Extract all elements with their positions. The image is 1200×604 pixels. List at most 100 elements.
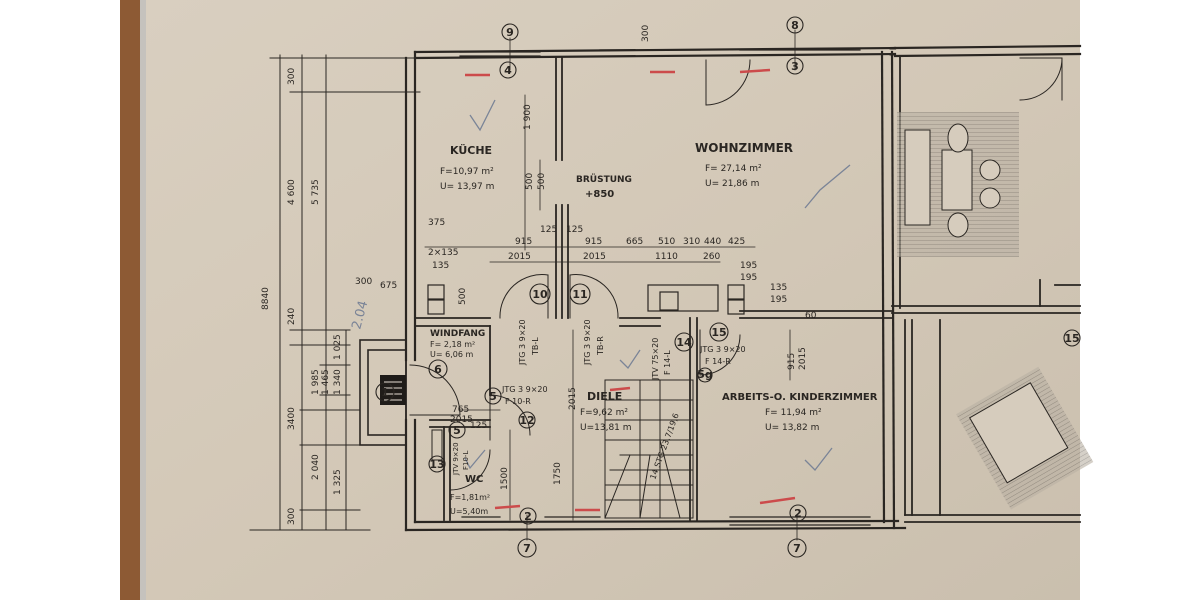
dim-k-375: 375	[428, 218, 445, 228]
marker-5b: 5	[453, 424, 461, 437]
marker-7a: 7	[523, 542, 531, 555]
dim-left-e: 1 985	[311, 369, 321, 395]
dim-k-300: 300	[355, 277, 372, 287]
marker-9: 9	[506, 26, 514, 39]
dim-left-c: 3400	[287, 407, 297, 430]
circled-markers	[375, 16, 1081, 558]
pencil-checkmarks	[464, 99, 851, 471]
marker-5a: 5	[489, 390, 497, 403]
dim-left-i: 1 325	[333, 469, 343, 495]
dim-left-l: 240	[287, 308, 297, 325]
paper-edge-shadow	[140, 0, 148, 600]
door-jtv-code: JTV 75×20	[651, 338, 660, 381]
kitchen-flues	[427, 284, 745, 315]
door-tbl-tag: TB-L	[531, 337, 540, 356]
dim-mid-125a: 125	[540, 225, 557, 235]
dim-left-d: 2 040	[311, 454, 321, 480]
dim-left-outer: 8840	[261, 287, 271, 310]
wc-area: F=1,81m²	[450, 493, 490, 502]
diele-area: F=9,62 m²	[580, 408, 628, 418]
marker-6: 6	[434, 363, 442, 376]
marker-15: 15	[711, 326, 726, 339]
staircase	[604, 379, 694, 519]
dim-k-675: 675	[380, 281, 397, 291]
door-tbl-code: JTG 3 9×20	[518, 319, 527, 366]
circled-marker-labels: 1 2 2 3 4 5 5 6 7 7 8 9 10 11 12 13 14 1…	[381, 19, 1079, 555]
marker-11: 11	[572, 288, 587, 301]
wohnzimmer-label: WOHNZIMMER	[695, 141, 793, 155]
door-wc-code: JTV 9×20	[452, 442, 460, 476]
dim-left-k: 300	[287, 508, 297, 525]
kueche-label: KÜCHE	[450, 143, 492, 157]
windfang-label: WINDFANG	[430, 329, 485, 339]
handwritten-note: 2.04	[349, 299, 371, 331]
dim-left-h: 1 025	[333, 334, 343, 360]
bruestung-label: BRÜSTUNG	[576, 174, 632, 185]
left-dimension-chains	[249, 54, 421, 531]
wohnzimmer-area: F= 27,14 m²	[705, 164, 762, 174]
door-tbr-tag: TB-R	[596, 336, 605, 356]
red-marks	[465, 68, 796, 512]
kueche-area: F=10,97 m²	[440, 167, 494, 177]
interior-walls	[414, 57, 893, 521]
marker-4: 4	[504, 64, 512, 77]
neighbour-bed	[956, 366, 1094, 510]
dim-mid-260: 260	[703, 252, 720, 262]
door-f14r-code: JTG 3 9×20	[699, 345, 746, 354]
dim-top-300: 300	[641, 25, 651, 42]
door-jtv-tag: F 14-L	[663, 350, 672, 375]
dim-mid-195a: 195	[740, 261, 757, 271]
dim-d-1750: 1750	[553, 462, 563, 485]
arbeitszimmer-label: ARBEITS-O. KINDERZIMMER	[722, 392, 878, 403]
dim-d-765: 765	[452, 405, 469, 415]
kueche-perimeter: U= 13,97 m	[440, 182, 494, 192]
dim-d-1500: 1500	[500, 467, 510, 490]
dim-mid-915b: 915	[585, 237, 602, 247]
dim-a-60: 60	[805, 311, 817, 321]
bruestung-value: +850	[585, 189, 614, 200]
dim-mid-195c: 195	[770, 295, 787, 305]
axis-lines	[509, 29, 798, 541]
dimension-labels: 8840 4 600 5 735 3400 2 040 1 985 1 340 …	[261, 25, 817, 525]
dim-top-500b: 500	[537, 173, 547, 190]
dim-d-2015b: 2015	[450, 415, 473, 425]
dim-d-2015: 2015	[568, 387, 578, 410]
windfang-area: F= 2,18 m²	[430, 340, 475, 349]
wohnzimmer-perimeter: U= 21,86 m	[705, 179, 759, 189]
marker-2a: 2	[524, 510, 532, 523]
neighbour-furniture	[904, 123, 1001, 238]
dim-k-500: 500	[458, 288, 468, 305]
dim-left-g: 1 465	[321, 369, 331, 395]
windows-top	[459, 49, 861, 57]
dim-mid-510: 510	[658, 237, 675, 247]
dim-top-500a: 500	[525, 173, 535, 190]
marker-12: 12	[519, 414, 534, 427]
dim-mid-440: 440	[704, 237, 721, 247]
dim-left-j: 300	[287, 68, 297, 85]
door-wc-tag: F10-L	[462, 451, 470, 470]
dim-mid-1110: 1110	[655, 252, 678, 262]
door-f14r-tag: F 14-R	[705, 357, 731, 366]
dim-mid-915a: 915	[515, 237, 532, 247]
dim-a-915: 915	[787, 353, 797, 370]
dim-left-b: 5 735	[311, 179, 321, 205]
door-f10r-tag: F 10-R	[505, 397, 531, 406]
dim-a-2015: 2015	[798, 347, 808, 370]
diele-perimeter: U=13,81 m	[580, 423, 632, 433]
arbeitszimmer-area: F= 11,94 m²	[765, 408, 822, 418]
arbeitszimmer-perimeter: U= 13,82 m	[765, 423, 819, 433]
dim-mid-125b: 125	[566, 225, 583, 235]
interior-dimension-chains	[424, 94, 791, 521]
windfang-perimeter: U= 6,06 m	[430, 350, 473, 359]
dim-mid-310: 310	[683, 237, 700, 247]
neighbour-walls	[891, 55, 1081, 523]
dim-left-a: 4 600	[287, 179, 297, 205]
marker-14: 14	[676, 336, 692, 349]
marker-13: 13	[429, 458, 444, 471]
wood-edge	[120, 0, 142, 600]
marker-15b: 15	[1064, 332, 1079, 345]
dim-mid-195b: 195	[740, 273, 757, 283]
wc-fixture	[431, 429, 443, 461]
